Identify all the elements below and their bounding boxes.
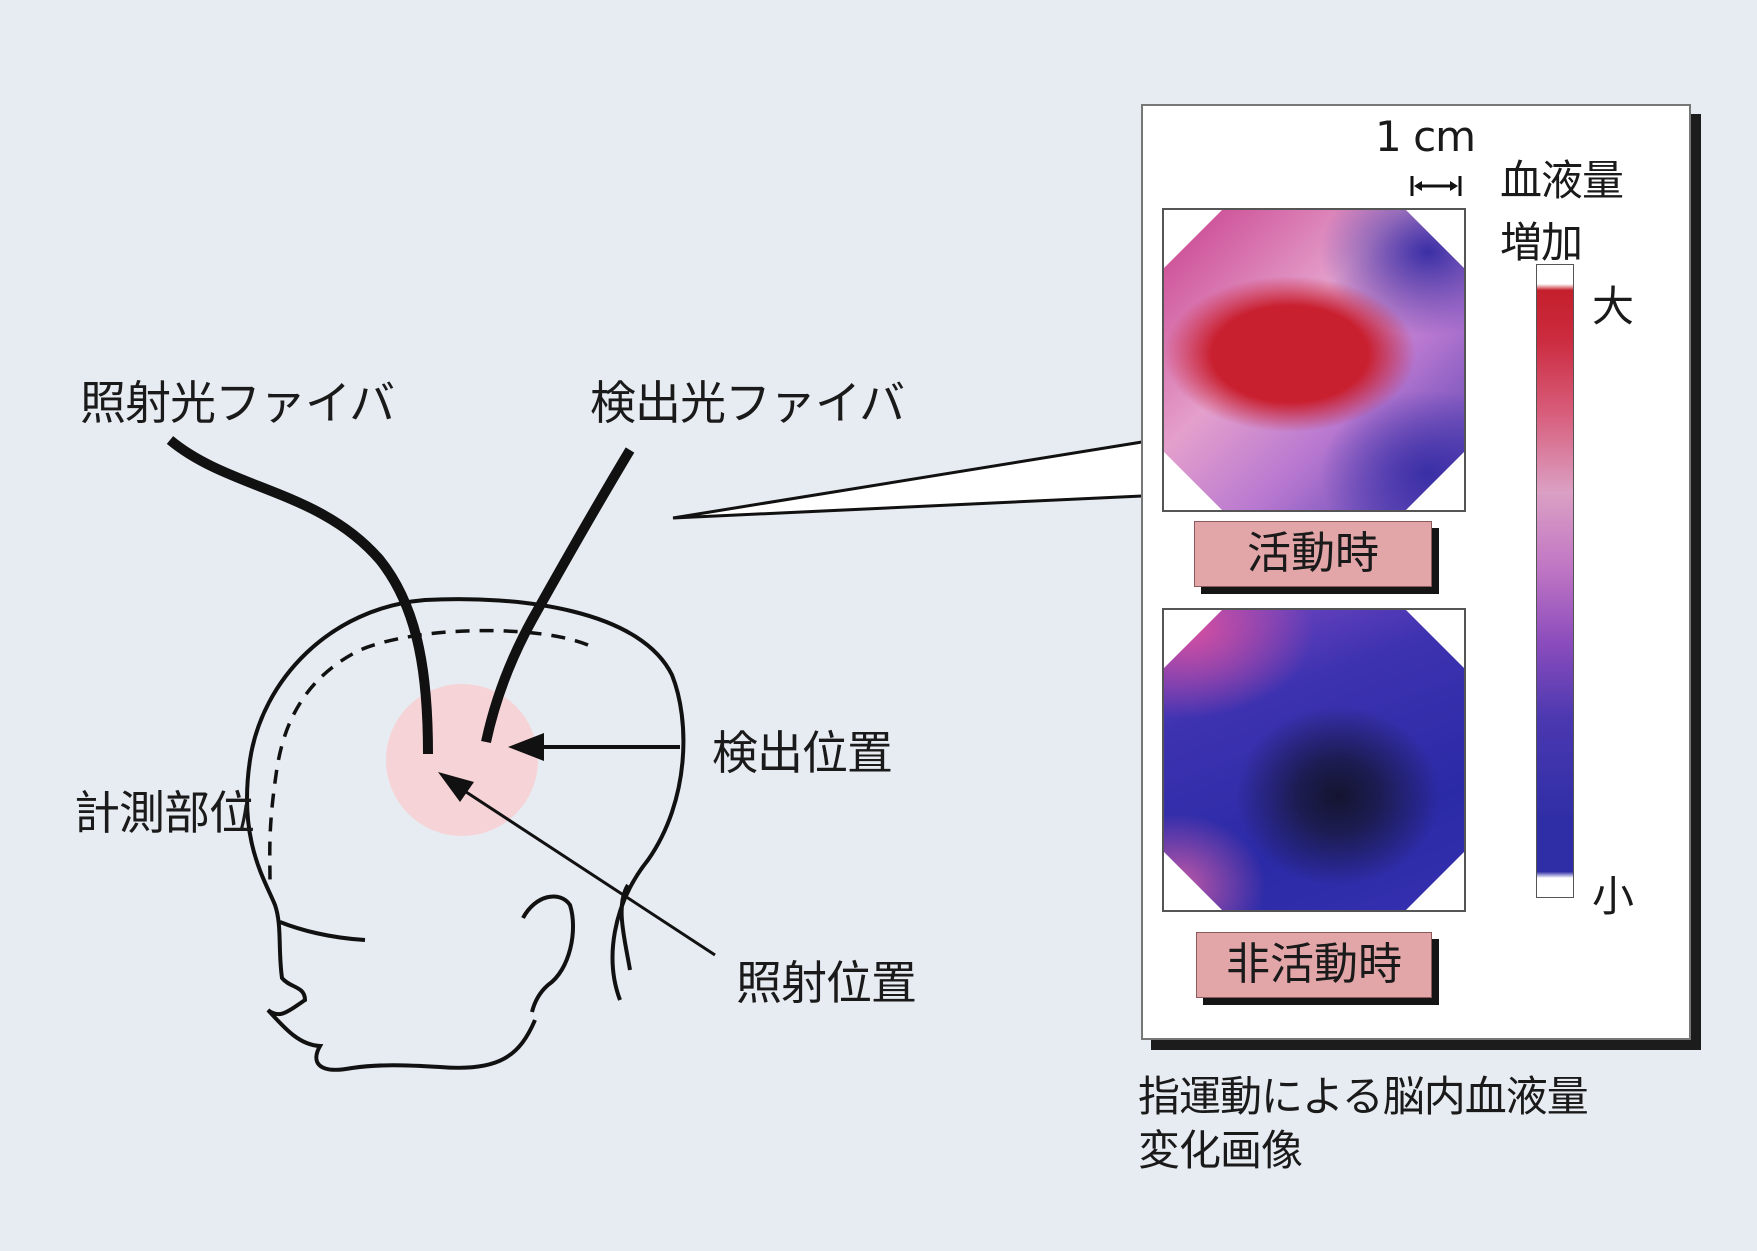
illumination-position-label: 照射位置 (736, 960, 916, 1006)
detection-fiber (486, 450, 630, 742)
jaw-line (280, 922, 365, 940)
scale-label: 1 cm (1375, 116, 1475, 158)
detection-position-label: 検出位置 (712, 730, 892, 776)
active-blood-map (1162, 208, 1466, 512)
illumination-arrow (438, 772, 715, 955)
caption-line2: 変化画像 (1138, 1130, 1302, 1172)
illumination-fiber-label: 照射光ファイバ (80, 380, 394, 426)
detection-arrow (508, 733, 680, 761)
rest-state-tag: 非活動時 (1196, 932, 1432, 998)
active-state-tag: 活動時 (1194, 521, 1432, 587)
detection-fiber-label: 検出光ファイバ (590, 380, 904, 426)
legend-max-label: 大 (1592, 286, 1633, 328)
legend-min-label: 小 (1592, 876, 1633, 918)
map-corner-masks (1164, 210, 1464, 510)
callout-wedge (673, 442, 1142, 518)
measurement-spot (386, 684, 538, 836)
legend-title-line2: 増加 (1500, 222, 1582, 264)
caption-line1: 指運動による脳内血液量 (1138, 1076, 1588, 1118)
rest-blood-map (1162, 608, 1466, 912)
scale-bar (1408, 174, 1464, 198)
legend-title-line1: 血液量 (1500, 160, 1623, 202)
measurement-site-label: 計測部位 (74, 790, 254, 836)
ear (523, 896, 573, 1012)
map-corner-masks (1164, 610, 1464, 910)
blood-volume-colorbar (1536, 264, 1574, 898)
